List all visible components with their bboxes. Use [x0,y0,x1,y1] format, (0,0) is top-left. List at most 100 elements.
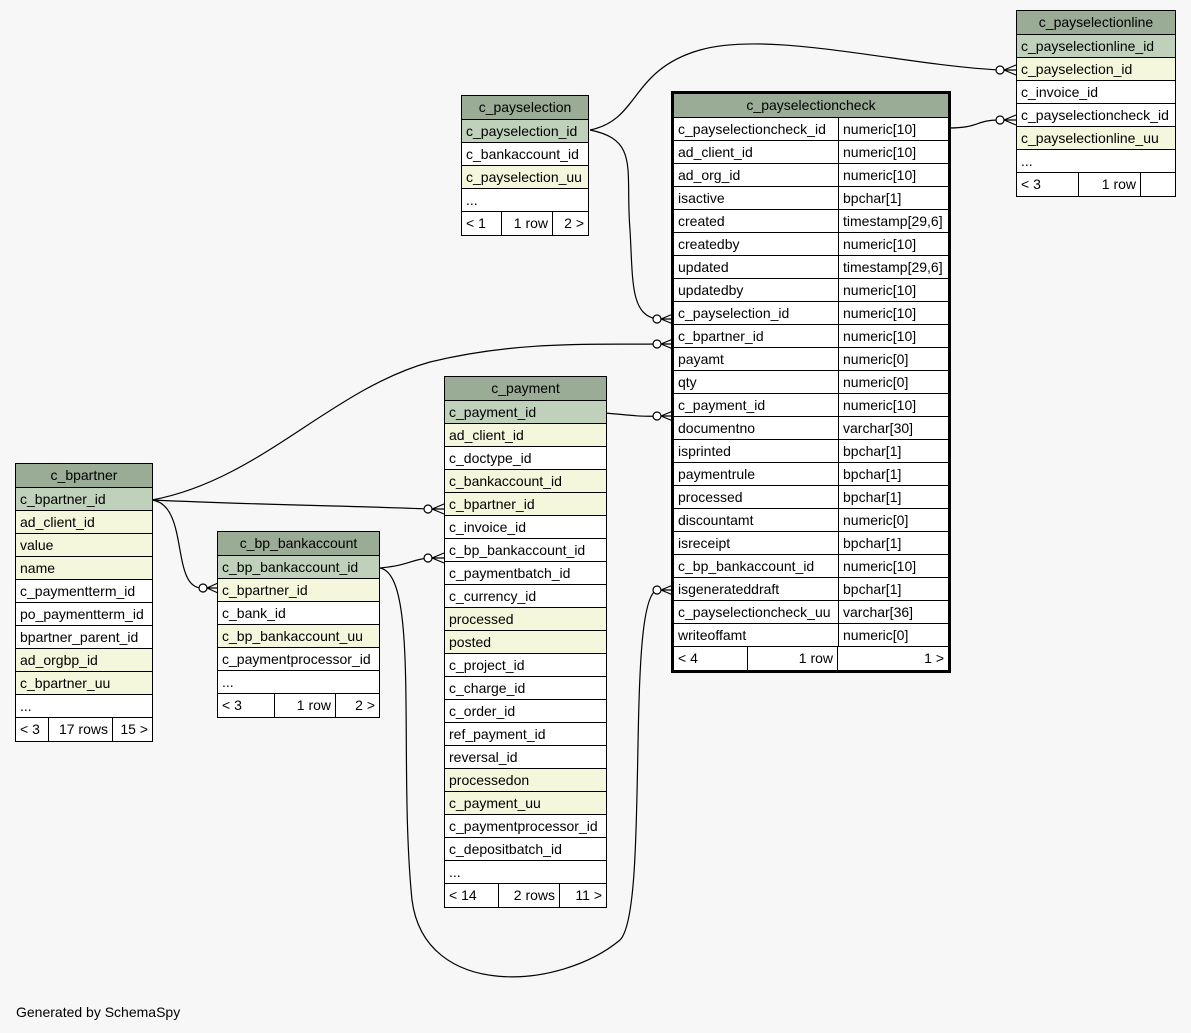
column-name[interactable]: c_bp_bankaccount_id [445,539,606,562]
column-name[interactable]: c_payselectionline_uu [1017,127,1175,150]
column-name[interactable]: c_bp_bankaccount_uu [218,625,379,648]
column-name[interactable]: qty [674,371,838,394]
column-name[interactable]: c_doctype_id [445,447,606,470]
more-columns-indicator[interactable]: ... [16,695,152,718]
column-name[interactable]: createdby [674,233,838,256]
footer-parents[interactable]: < 14 [445,884,499,907]
table-title[interactable]: c_payselectioncheck [674,94,948,118]
column-name[interactable]: bpartner_parent_id [16,626,152,649]
crowsfoot-mark [206,582,219,594]
column-name[interactable]: c_payselectioncheck_id [1017,104,1175,127]
column-name[interactable]: c_paymentterm_id [16,580,152,603]
column-name[interactable]: po_paymentterm_id [16,603,152,626]
footer-parents[interactable]: < 4 [674,647,748,670]
column-name[interactable]: c_invoice_id [445,516,606,539]
table-title[interactable]: c_payment [445,377,606,401]
column-name[interactable]: c_payment_id [445,401,606,424]
column-name[interactable]: c_bank_id [218,602,379,625]
column-name[interactable]: c_project_id [445,654,606,677]
footer-parents[interactable]: < 3 [16,718,49,741]
footer-children[interactable]: 1 > [924,650,944,666]
column-name[interactable]: processedon [445,769,606,792]
column-name[interactable]: ad_client_id [445,424,606,447]
column-type: numeric[0] [838,348,948,371]
column-name[interactable]: ad_orgbp_id [16,649,152,672]
column-name[interactable]: c_payselection_id [674,302,838,325]
column-name[interactable]: c_bankaccount_id [462,143,588,166]
column-name[interactable]: documentno [674,417,838,440]
column-name[interactable]: posted [445,631,606,654]
table-footer: < 3 1 row [1017,173,1175,196]
column-name[interactable]: discountamt [674,509,838,532]
column-type: bpchar[1] [838,486,948,509]
column-name[interactable]: c_payselectioncheck_uu [674,601,838,624]
column-name[interactable]: c_bp_bankaccount_id [218,556,379,579]
column-name[interactable]: c_currency_id [445,585,606,608]
footer-parents[interactable]: < 3 [218,694,275,717]
more-columns-indicator[interactable]: ... [218,671,379,694]
column-name[interactable]: ad_client_id [674,141,838,164]
table-title[interactable]: c_bpartner [16,464,152,488]
column-name[interactable]: c_paymentbatch_id [445,562,606,585]
column-name[interactable]: c_depositbatch_id [445,838,606,861]
table-title[interactable]: c_payselectionline [1017,11,1175,35]
more-columns-indicator[interactable]: ... [462,189,588,212]
column-name[interactable]: isgenerateddraft [674,578,838,601]
column-name[interactable]: c_bpartner_id [16,488,152,511]
footer-children[interactable]: 2 > [355,697,375,713]
column-name[interactable]: payamt [674,348,838,371]
column-name[interactable]: c_invoice_id [1017,81,1175,104]
table-c-payselectionline[interactable]: c_payselectionline c_payselectionline_id… [1016,10,1176,197]
column-name[interactable]: isactive [674,187,838,210]
column-name[interactable]: value [16,534,152,557]
column-name[interactable]: created [674,210,838,233]
column-name[interactable]: isreceipt [674,532,838,555]
column-name[interactable]: processed [445,608,606,631]
footer-parents[interactable]: < 3 [1017,173,1079,196]
column-name[interactable]: reversal_id [445,746,606,769]
table-c-payselectioncheck[interactable]: c_payselectioncheck c_payselectioncheck_… [671,91,951,673]
column-name[interactable]: c_bpartner_id [674,325,838,348]
column-name[interactable]: c_order_id [445,700,606,723]
column-name[interactable]: c_bankaccount_id [445,470,606,493]
column-name[interactable]: c_payselectionline_id [1017,35,1175,58]
column-name[interactable]: isprinted [674,440,838,463]
column-name[interactable]: ad_org_id [674,164,838,187]
column-name[interactable]: writeoffamt [674,624,838,647]
column-name[interactable]: c_bpartner_id [218,579,379,602]
column-name[interactable]: c_bpartner_id [445,493,606,516]
footer-children[interactable]: 15 > [120,721,148,737]
column-name[interactable]: ref_payment_id [445,723,606,746]
column-name[interactable]: c_payselection_uu [462,166,588,189]
footer-parents[interactable]: < 1 [462,212,502,235]
column-name[interactable]: c_payselection_id [1017,58,1175,81]
column-name[interactable]: c_paymentprocessor_id [445,815,606,838]
column-name[interactable]: name [16,557,152,580]
column-name[interactable]: ad_client_id [16,511,152,534]
footer-children[interactable] [1141,173,1175,196]
column-name[interactable]: c_payselection_id [462,120,588,143]
column-name[interactable]: paymentrule [674,463,838,486]
column-name[interactable]: c_paymentprocessor_id [218,648,379,671]
column-name[interactable]: updated [674,256,838,279]
column-name[interactable]: c_charge_id [445,677,606,700]
column-name[interactable]: c_bpartner_uu [16,672,152,695]
table-title[interactable]: c_bp_bankaccount [218,532,379,556]
column-type: timestamp[29,6] [838,256,948,279]
column-name[interactable]: c_payselectioncheck_id [674,118,838,141]
column-name[interactable]: processed [674,486,838,509]
footer-children[interactable]: 11 > [575,887,602,903]
column-name[interactable]: updatedby [674,279,838,302]
column-name[interactable]: c_bp_bankaccount_id [674,555,838,578]
column-name[interactable]: c_payment_uu [445,792,606,815]
more-columns-indicator[interactable]: ... [445,861,606,884]
crowsfoot-circle [423,553,433,563]
table-title[interactable]: c_payselection [462,96,588,120]
column-name[interactable]: c_payment_id [674,394,838,417]
more-columns-indicator[interactable]: ... [1017,150,1175,173]
footer-children[interactable]: 2 > [564,215,584,231]
